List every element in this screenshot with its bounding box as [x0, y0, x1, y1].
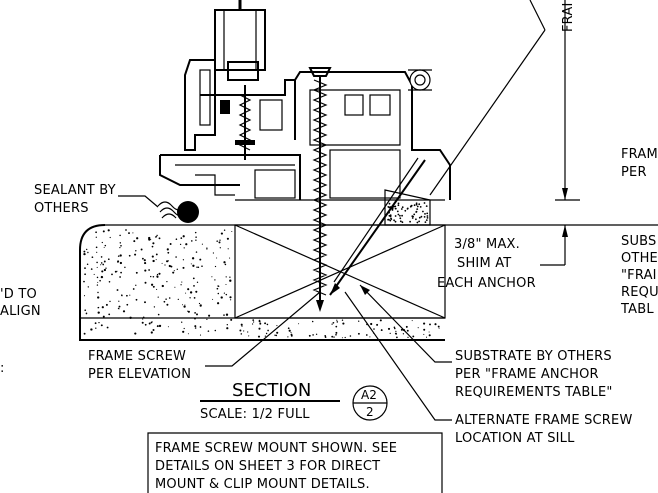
frame-screw-label-line2: PER ELEVATION — [88, 367, 191, 382]
left-cut-label-line2: ALIGN — [0, 304, 41, 319]
top-right-vertical-label: FRAI — [561, 2, 576, 32]
substrate-label-line1: SUBSTRATE BY OTHERS — [455, 349, 612, 364]
frame-screw — [308, 67, 332, 312]
right-subs-label-line5: TABL — [620, 302, 654, 317]
section-title: SECTION — [232, 380, 311, 401]
note-line1: FRAME SCREW MOUNT SHOWN. SEE — [155, 441, 397, 456]
substrate-label-line2: PER "FRAME ANCHOR — [455, 367, 599, 382]
alternate-label-line2: LOCATION AT SILL — [455, 431, 575, 446]
right-frame-label-line2: PER — [621, 165, 647, 180]
leader-lines — [118, 195, 452, 421]
section-scale: SCALE: 1/2 FULL — [200, 407, 310, 422]
right-subs-label-line1: SUBS — [621, 234, 657, 249]
note-line3: MOUNT & CLIP MOUNT DETAILS. — [155, 477, 370, 492]
note-line2: DETAILS ON SHEET 3 FOR DIRECT — [155, 459, 380, 474]
frame-screw-label-line1: FRAME SCREW — [88, 349, 186, 364]
detail-sheet: 2 — [366, 405, 374, 419]
right-subs-label-line4: REQU — [621, 285, 658, 300]
sealant-label-line2: OTHERS — [34, 201, 89, 216]
left-cut-label-line1: 'D TO — [0, 287, 37, 302]
section-title-block: SECTION SCALE: 1/2 FULL A2 2 — [200, 380, 388, 422]
right-subs-label-line2: OTHE — [621, 251, 658, 266]
sealant-bead — [157, 201, 199, 223]
shim-label-line2: SHIM AT — [457, 256, 511, 271]
shim-label-line1: 3/8" MAX. — [454, 237, 520, 252]
note-box: FRAME SCREW MOUNT SHOWN. SEE DETAILS ON … — [147, 432, 443, 493]
right-frame-label-line1: FRAM — [621, 147, 658, 162]
concrete-substrate — [79, 224, 445, 341]
wood-shim-block — [234, 224, 446, 319]
detail-id: A2 — [361, 388, 377, 402]
shim-label-line3: EACH ANCHOR — [437, 276, 536, 291]
right-subs-label-line3: "FRAI — [621, 268, 657, 283]
left-cut-mark: : — [0, 361, 5, 376]
window-frame-profile — [159, 0, 451, 200]
glazing-screw — [235, 85, 255, 160]
alternate-frame-screw — [329, 157, 426, 296]
substrate-label-line3: REQUIREMENTS TABLE" — [455, 385, 613, 400]
callout-labels: SEALANT BY OTHERS FRAME SCREW PER ELEVAT… — [0, 2, 658, 446]
sealant-label-line1: SEALANT BY — [34, 183, 116, 198]
alternate-label-line1: ALTERNATE FRAME SCREW — [455, 413, 633, 428]
